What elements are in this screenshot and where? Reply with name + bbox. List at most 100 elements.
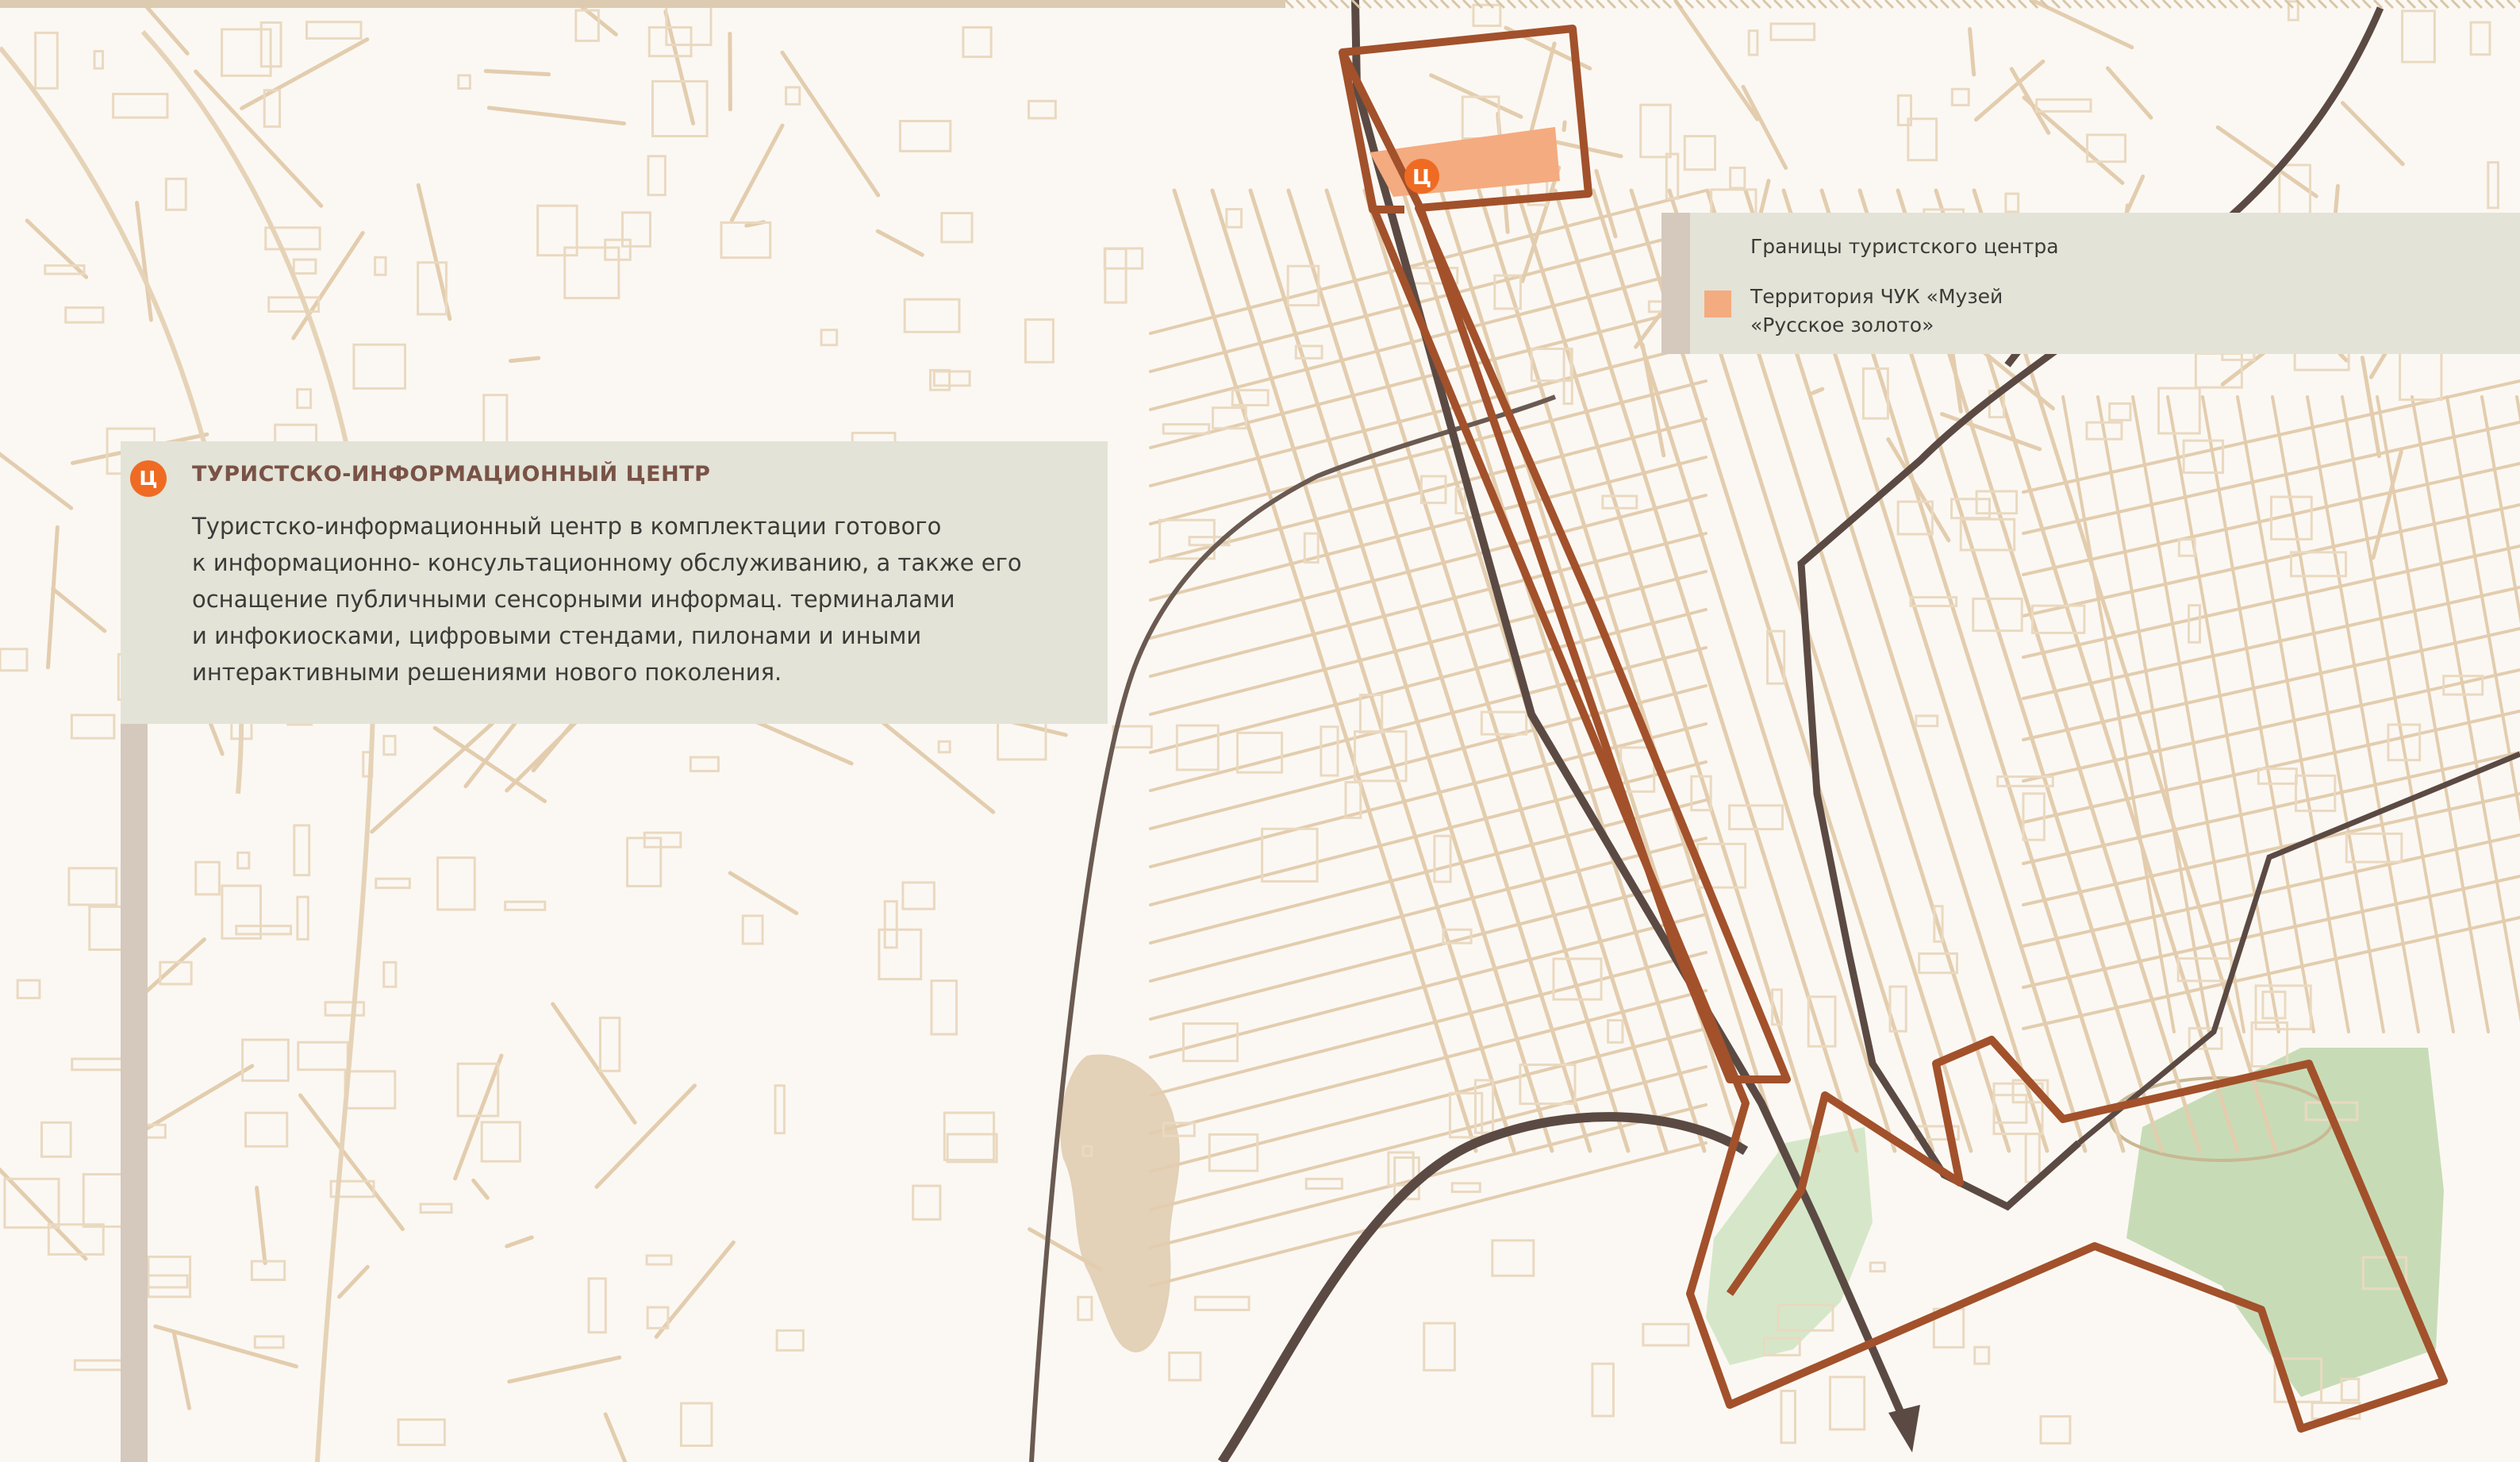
building bbox=[1354, 730, 1408, 783]
building bbox=[2250, 1021, 2289, 1068]
hatch-line bbox=[2150, 0, 2161, 10]
street bbox=[1149, 646, 1708, 792]
hatch-line bbox=[1995, 0, 2006, 10]
tic-panel-icon: Ц bbox=[130, 460, 167, 497]
building bbox=[645, 1254, 673, 1266]
building bbox=[40, 1121, 72, 1158]
building bbox=[147, 1255, 192, 1298]
street bbox=[603, 1412, 628, 1462]
building bbox=[741, 914, 764, 945]
building bbox=[1763, 1337, 1801, 1356]
building bbox=[382, 960, 398, 988]
building bbox=[16, 979, 41, 999]
hatch-line bbox=[2039, 0, 2050, 10]
building bbox=[1286, 264, 1320, 307]
hatch-line bbox=[1684, 0, 1695, 10]
street bbox=[1149, 684, 1708, 830]
street bbox=[483, 68, 551, 77]
hatch-line bbox=[1750, 0, 1761, 10]
building bbox=[1769, 22, 1816, 41]
hatch-line bbox=[1906, 0, 1917, 10]
building bbox=[2270, 495, 2313, 541]
building bbox=[1780, 1389, 1796, 1445]
street bbox=[2341, 101, 2405, 167]
building bbox=[1181, 1022, 1239, 1063]
info-panel bbox=[121, 441, 1108, 724]
building bbox=[1231, 389, 1270, 406]
description-line: интерактивными решениями нового поколени… bbox=[192, 659, 782, 686]
hatch-line bbox=[1784, 0, 1795, 10]
street bbox=[1149, 417, 1708, 564]
building bbox=[1303, 532, 1320, 564]
building bbox=[1933, 905, 1944, 943]
building bbox=[1909, 596, 1958, 607]
building bbox=[2085, 421, 2123, 441]
street bbox=[416, 183, 452, 321]
hatch-line bbox=[1328, 0, 1339, 10]
building bbox=[1619, 746, 1656, 793]
street bbox=[138, 0, 190, 56]
building bbox=[264, 226, 321, 251]
building bbox=[643, 831, 682, 848]
street bbox=[463, 721, 517, 789]
street bbox=[1640, 342, 1666, 458]
building bbox=[1168, 1351, 1202, 1382]
hatch-line bbox=[1850, 0, 1861, 10]
building bbox=[563, 246, 620, 300]
building bbox=[1236, 731, 1284, 774]
tic-map-marker-circle bbox=[1404, 159, 1439, 194]
hatch-line bbox=[2295, 0, 2306, 10]
building bbox=[397, 1418, 446, 1446]
street bbox=[432, 725, 547, 803]
street bbox=[1149, 951, 1708, 1097]
building bbox=[912, 1184, 942, 1221]
street bbox=[2022, 833, 2520, 948]
building bbox=[1493, 274, 1522, 310]
hatch-line bbox=[1828, 0, 1839, 10]
street bbox=[1149, 341, 1708, 487]
hatch-line bbox=[2417, 0, 2428, 10]
street bbox=[2022, 544, 2520, 659]
hatch-line bbox=[2484, 0, 2495, 10]
building bbox=[1639, 103, 1672, 159]
building bbox=[962, 26, 993, 59]
hatch-line bbox=[1861, 0, 1873, 10]
building bbox=[1081, 1145, 1093, 1157]
street bbox=[1248, 188, 1554, 1153]
hatch-line bbox=[1550, 0, 1562, 10]
hatch-line bbox=[1639, 0, 1650, 10]
hatch-line bbox=[1973, 0, 1984, 10]
hatch-line bbox=[1584, 0, 1595, 10]
street bbox=[1515, 188, 1821, 1153]
street bbox=[1149, 798, 1708, 945]
building bbox=[574, 9, 600, 42]
building bbox=[1996, 775, 2054, 787]
building bbox=[305, 21, 363, 40]
building bbox=[2177, 538, 2196, 557]
building bbox=[1861, 367, 1889, 420]
hatch-line bbox=[1673, 0, 1684, 10]
hatch-line bbox=[2406, 0, 2417, 10]
street bbox=[2480, 395, 2520, 624]
building bbox=[1024, 318, 1054, 364]
hatch-line bbox=[2395, 0, 2406, 10]
street bbox=[507, 1355, 622, 1384]
hatch-line bbox=[1439, 0, 1450, 10]
building bbox=[2022, 792, 2046, 841]
building bbox=[292, 258, 317, 275]
building bbox=[2157, 387, 2201, 435]
building bbox=[785, 86, 801, 106]
hatch-line bbox=[2084, 0, 2095, 10]
building bbox=[1888, 985, 1907, 1033]
building bbox=[504, 900, 547, 911]
building bbox=[943, 1111, 996, 1161]
building bbox=[159, 960, 193, 986]
street bbox=[2105, 66, 2153, 120]
building bbox=[221, 884, 263, 940]
street bbox=[2338, 352, 2349, 363]
building bbox=[2487, 161, 2499, 210]
building bbox=[1973, 1345, 1991, 1365]
street bbox=[0, 1167, 88, 1261]
hatch-line bbox=[2250, 0, 2261, 10]
hatch-line bbox=[2028, 0, 2039, 10]
